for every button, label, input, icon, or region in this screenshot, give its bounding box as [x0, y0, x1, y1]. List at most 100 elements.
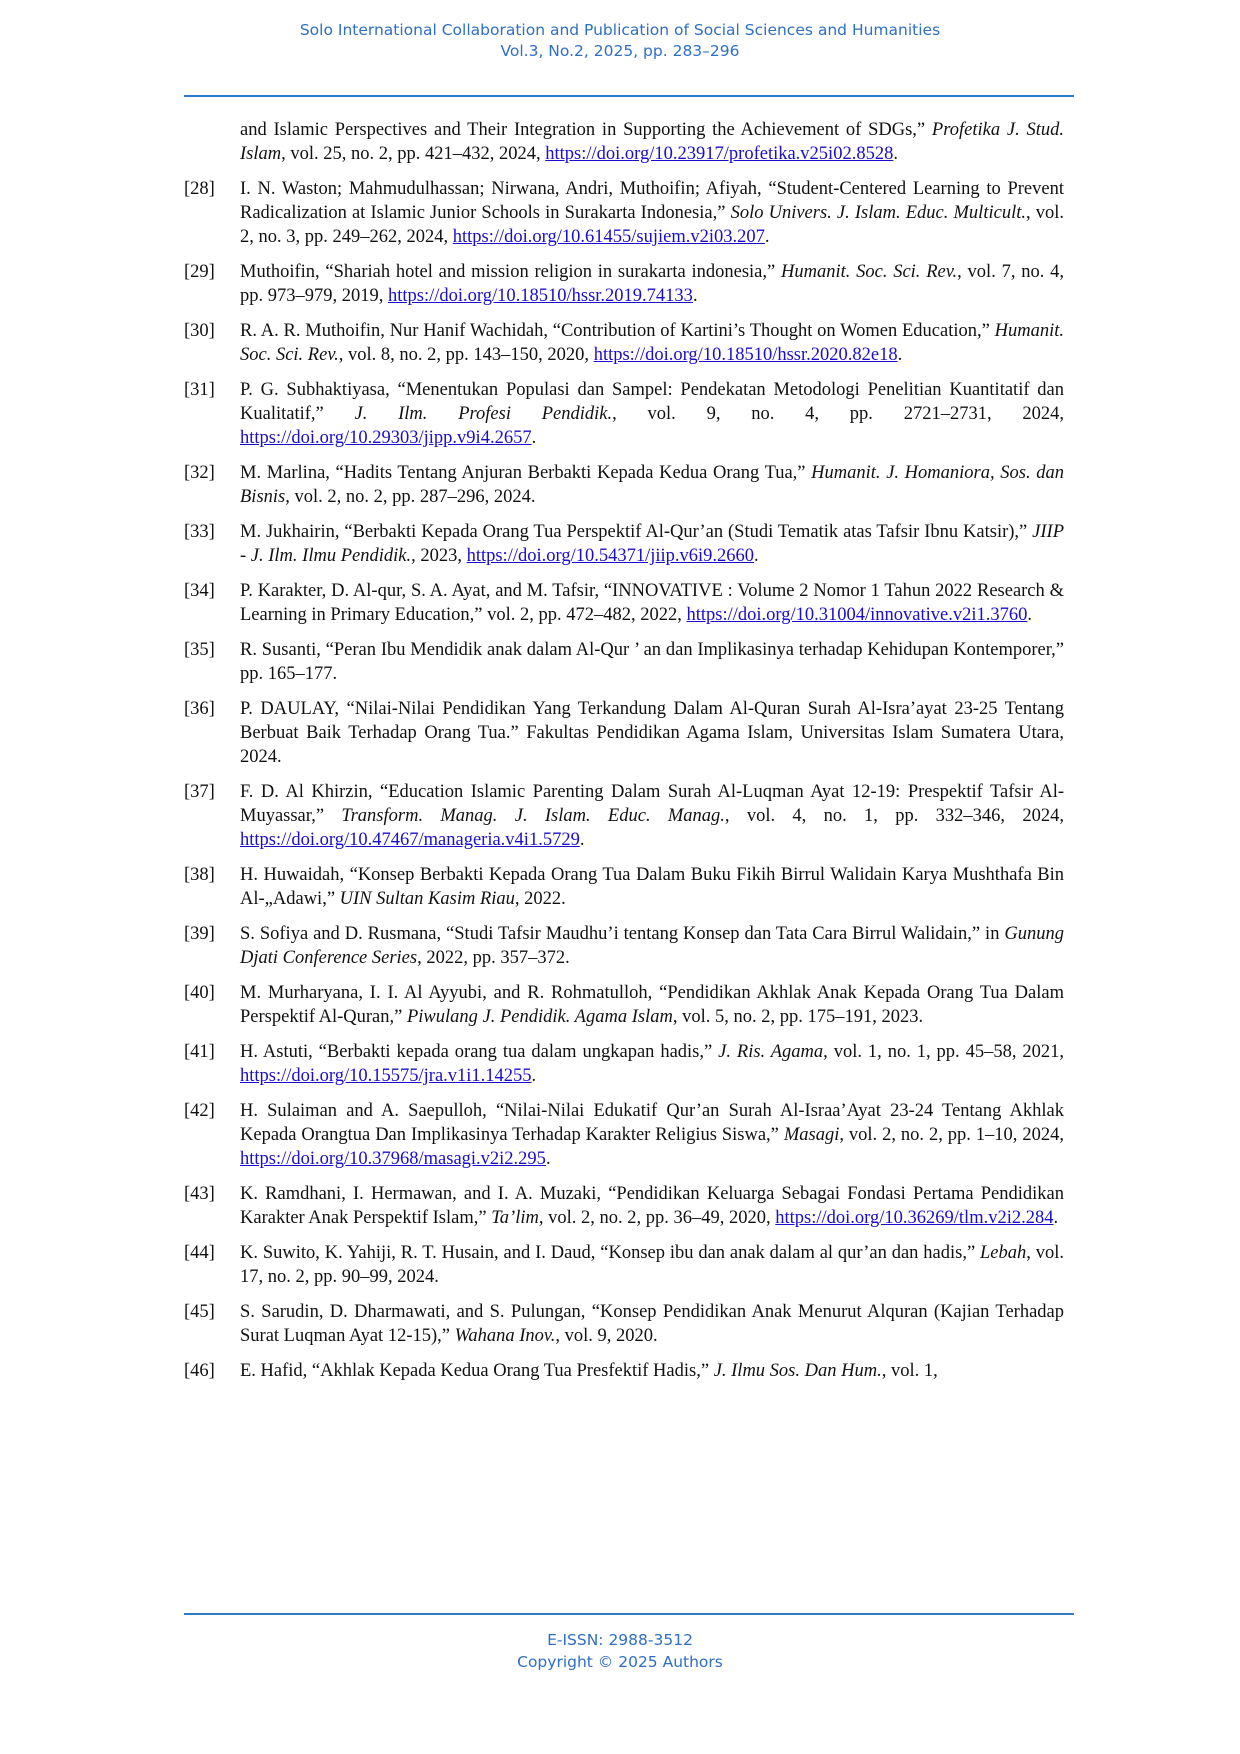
reference-list: and Islamic Perspectives and Their Integ…	[184, 118, 1064, 1394]
journal-name: Ta’lim	[491, 1208, 539, 1228]
reference-text: M. Marlina, “Hadits Tentang Anjuran Berb…	[240, 461, 1064, 509]
citation-text: , 2023,	[411, 546, 467, 566]
reference-text: K. Ramdhani, I. Hermawan, and I. A. Muza…	[240, 1182, 1064, 1230]
journal-name: J. Ris. Agama	[718, 1042, 824, 1062]
citation-text: .	[1053, 1208, 1059, 1228]
reference-number: [39]	[184, 924, 215, 944]
journal-name: Humanit. Soc. Sci. Rev.	[780, 262, 958, 282]
reference-number: [33]	[184, 522, 215, 542]
citation-text: M. Jukhairin, “Berbakti Kepada Orang Tua…	[240, 522, 1033, 542]
reference-entry: [39] S. Sofiya and D. Rusmana, “Studi Taf…	[184, 922, 1064, 970]
doi-link[interactable]: https://doi.org/10.61455/sujiem.v2i03.20…	[452, 227, 765, 247]
doi-link[interactable]: https://doi.org/10.54371/jiip.v6i9.2660	[466, 546, 755, 566]
reference-number: [43]	[184, 1184, 215, 1204]
reference-number: [37]	[184, 782, 215, 802]
reference-text: M. Jukhairin, “Berbakti Kepada Orang Tua…	[240, 520, 1064, 568]
doi-link[interactable]: https://doi.org/10.36269/tlm.v2i2.284	[775, 1208, 1054, 1228]
eissn: E-ISSN: 2988-3512	[547, 1631, 693, 1649]
journal-name: Humanit. Soc. Sci. Rev.	[240, 321, 1064, 365]
citation-text: , 2022.	[514, 889, 566, 909]
reference-text: and Islamic Perspectives and Their Integ…	[184, 118, 1064, 166]
reference-number: [38]	[184, 865, 215, 885]
journal-name: Transform. Manag. J. Islam. Educ. Manag.	[341, 806, 725, 826]
citation-text: .	[531, 428, 537, 448]
doi-link[interactable]: https://doi.org/10.18510/hssr.2019.74133	[388, 286, 693, 306]
citation-text: S. Sofiya and D. Rusmana, “Studi Tafsir …	[240, 924, 1005, 944]
citation-text: P. Karakter, D. Al-qur, S. A. Ayat, and …	[240, 581, 1064, 625]
running-header: Solo International Collaboration and Pub…	[0, 20, 1240, 62]
citation-text: , vol. 25, no. 2, pp. 421–432, 2024,	[281, 144, 546, 164]
citation-text: K. Ramdhani, I. Hermawan, and I. A. Muza…	[240, 1184, 1064, 1228]
reference-entry: [45]S. Sarudin, D. Dharmawati, and S. Pu…	[184, 1300, 1064, 1348]
reference-number: [40]	[184, 983, 215, 1003]
doi-link[interactable]: https://doi.org/10.29303/jipp.v9i4.2657	[240, 428, 532, 448]
journal-name: UIN Sultan Kasim Riau	[339, 889, 515, 909]
citation-text: , vol. 9, no. 4, pp. 2721–2731, 2024,	[612, 404, 1064, 424]
citation-text: , vol. 4, no. 1, pp. 332–346, 2024,	[724, 806, 1064, 826]
reference-number: [35]	[184, 640, 215, 660]
reference-entry: [44]K. Suwito, K. Yahiji, R. T. Husain, …	[184, 1241, 1064, 1289]
copyright-notice: Copyright © 2025 Authors	[517, 1653, 723, 1671]
reference-number: [30]	[184, 321, 215, 341]
citation-text: K. Suwito, K. Yahiji, R. T. Husain, and …	[240, 1243, 981, 1263]
doi-link[interactable]: https://doi.org/10.37968/masagi.v2i2.295	[240, 1149, 546, 1169]
reference-entry: [41] H. Astuti, “Berbakti kepada orang tu…	[184, 1040, 1064, 1088]
citation-text: .	[764, 227, 770, 247]
reference-text: H. Huwaidah, “Konsep Berbakti Kepada Ora…	[240, 863, 1064, 911]
reference-entry: [28] I. N. Waston; Mahmudulhassan; Nirwan…	[184, 177, 1064, 249]
citation-text: .	[692, 286, 698, 306]
journal-name: Gunung Djati Conference Series	[240, 924, 1064, 968]
citation-text: , vol. 7, no. 4, pp. 973–979, 2019,	[240, 262, 1064, 306]
reference-entry: [30] R. A. R. Muthoifin, Nur Hanif Wachid…	[184, 319, 1064, 367]
citation-text: H. Sulaiman and A. Saepulloh, “Nilai-Nil…	[240, 1101, 1064, 1145]
reference-entry: [38] H. Huwaidah, “Konsep Berbakti Kepada…	[184, 863, 1064, 911]
journal-name: JIIP - J. Ilm. Ilmu Pendidik.	[240, 522, 1064, 566]
citation-text: R. A. R. Muthoifin, Nur Hanif Wachidah, …	[240, 321, 995, 341]
journal-title: Solo International Collaboration and Pub…	[299, 21, 941, 39]
reference-text: P. G. Subhaktiyasa, “Menentukan Populasi…	[240, 378, 1064, 450]
citation-text: , vol. 5, no. 2, pp. 175–191, 2023.	[672, 1007, 924, 1027]
journal-name: Profetika J. Stud. Islam	[240, 120, 1064, 164]
citation-text: and Islamic Perspectives and Their Integ…	[240, 120, 932, 140]
citation-text: , vol. 9, 2020.	[555, 1326, 658, 1346]
reference-entry: [36]P. DAULAY, “Nilai-Nilai Pendidikan Y…	[184, 697, 1064, 769]
citation-text: H. Astuti, “Berbakti kepada orang tua da…	[240, 1042, 719, 1062]
reference-text: R. Susanti, “Peran Ibu Mendidik anak dal…	[240, 638, 1064, 686]
reference-text: F. D. Al Khirzin, “Education Islamic Par…	[240, 780, 1064, 852]
running-footer: E-ISSN: 2988-3512 Copyright © 2025 Autho…	[0, 1629, 1240, 1673]
citation-text: .	[897, 345, 903, 365]
reference-entry: [46]E. Hafid, “Akhlak Kepada Kedua Orang…	[184, 1359, 1064, 1383]
doi-link[interactable]: https://doi.org/10.18510/hssr.2020.82e18	[593, 345, 898, 365]
reference-entry: [37] F. D. Al Khirzin, “Education Islamic…	[184, 780, 1064, 852]
citation-text: M. Murharyana, I. I. Al Ayyubi, and R. R…	[240, 983, 1064, 1027]
reference-number: [41]	[184, 1042, 215, 1062]
journal-name: J. Ilm. Profesi Pendidik.	[354, 404, 613, 424]
citation-text: P. G. Subhaktiyasa, “Menentukan Populasi…	[240, 380, 1064, 424]
doi-link[interactable]: https://doi.org/10.47467/manageria.v4i1.…	[240, 830, 580, 850]
citation-text: .	[893, 144, 898, 164]
citation-text: , vol. 17, no. 2, pp. 90–99, 2024.	[240, 1243, 1065, 1287]
doi-link[interactable]: https://doi.org/10.15575/jra.v1i1.14255	[240, 1066, 532, 1086]
reference-entry: [31]P. G. Subhaktiyasa, “Menentukan Popu…	[184, 378, 1064, 450]
doi-link[interactable]: https://doi.org/10.23917/profetika.v25i0…	[545, 144, 894, 164]
footer-rule	[184, 1613, 1074, 1615]
citation-text: , vol. 2, no. 2, pp. 36–49, 2020,	[538, 1208, 776, 1228]
citation-text: P. DAULAY, “Nilai-Nilai Pendidikan Yang …	[240, 699, 1064, 767]
reference-text: K. Suwito, K. Yahiji, R. T. Husain, and …	[240, 1241, 1064, 1289]
citation-text: .	[545, 1149, 551, 1169]
citation-text: , vol. 2, no. 2, pp. 287–296, 2024.	[285, 487, 536, 507]
citation-text: Muthoifin, “Shariah hotel and mission re…	[240, 262, 781, 282]
doi-link[interactable]: https://doi.org/10.31004/innovative.v2i1…	[686, 605, 1028, 625]
reference-entry: and Islamic Perspectives and Their Integ…	[184, 118, 1064, 166]
reference-text: H. Sulaiman and A. Saepulloh, “Nilai-Nil…	[240, 1099, 1064, 1171]
citation-text: , vol. 1,	[881, 1361, 938, 1381]
reference-entry: [32]M. Marlina, “Hadits Tentang Anjuran …	[184, 461, 1064, 509]
citation-text: S. Sarudin, D. Dharmawati, and S. Pulung…	[240, 1302, 1064, 1346]
reference-number: [46]	[184, 1361, 215, 1381]
citation-text: , vol. 2, no. 3, pp. 249–262, 2024,	[240, 203, 1065, 247]
reference-number: [28]	[184, 179, 215, 199]
citation-text: I. N. Waston; Mahmudulhassan; Nirwana, A…	[240, 179, 1064, 223]
reference-text: R. A. R. Muthoifin, Nur Hanif Wachidah, …	[240, 319, 1064, 367]
reference-text: S. Sofiya and D. Rusmana, “Studi Tafsir …	[240, 922, 1064, 970]
citation-text: , vol. 8, no. 2, pp. 143–150, 2020,	[338, 345, 594, 365]
